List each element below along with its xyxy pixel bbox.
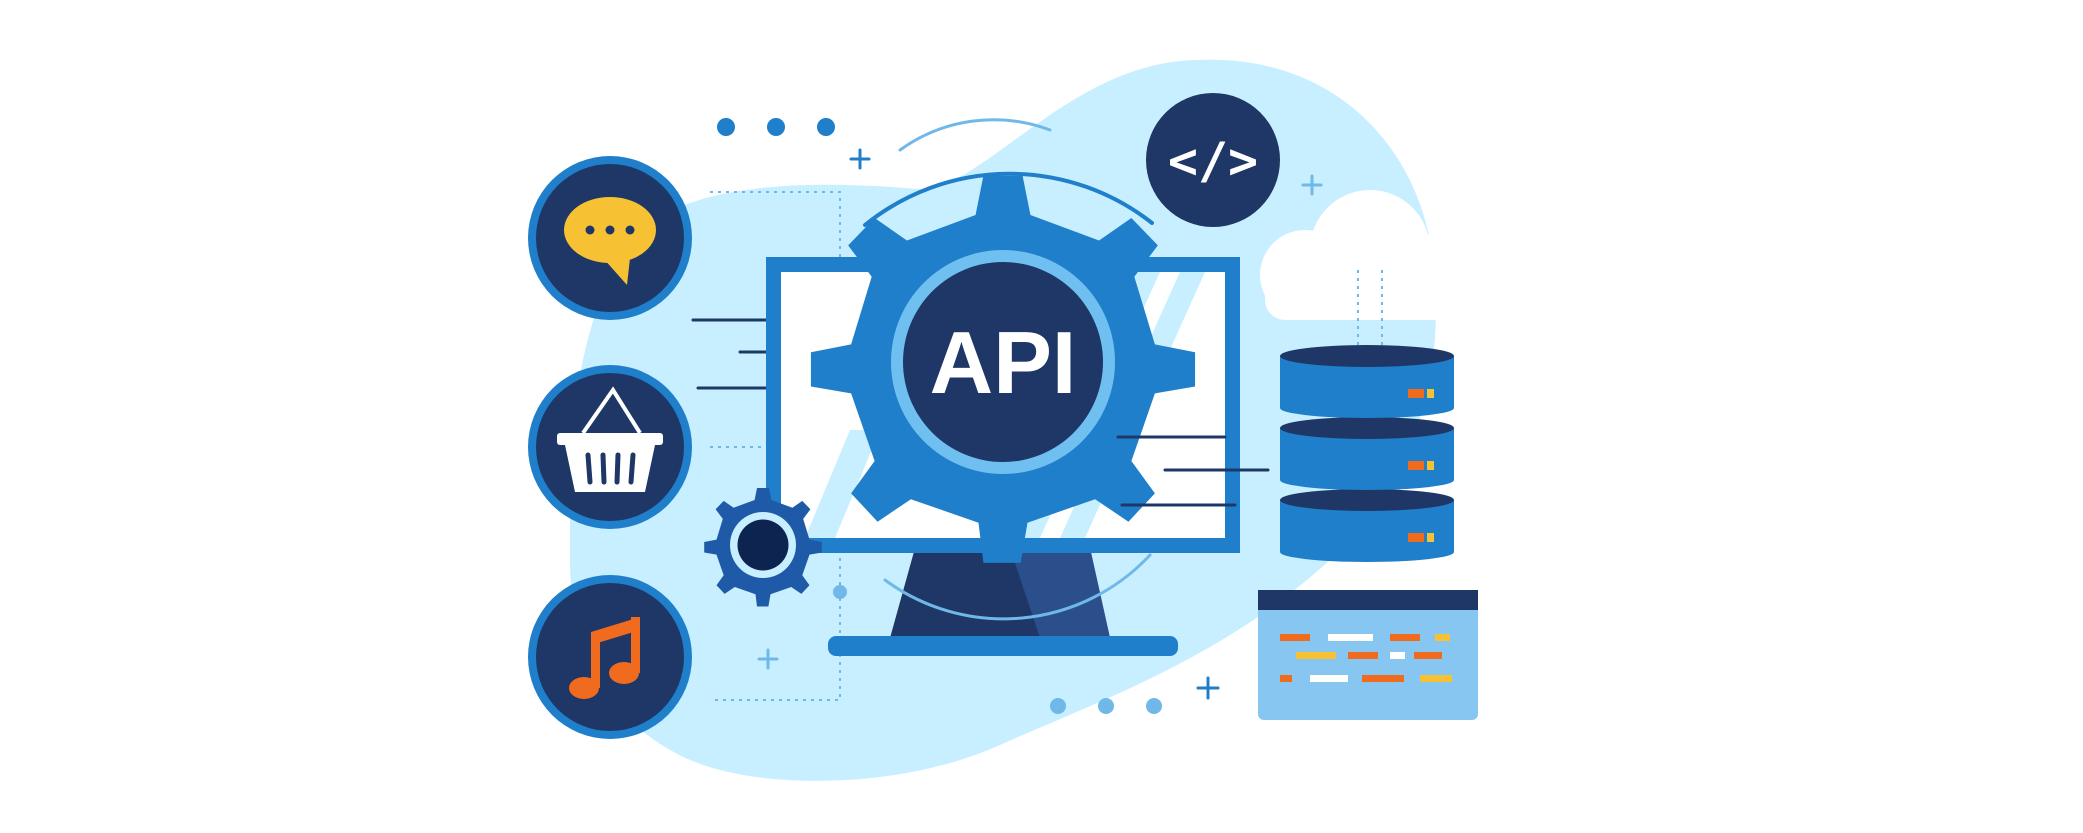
decorative-dots-bottom <box>1050 698 1162 714</box>
music-badge <box>528 575 692 739</box>
music-note-icon <box>569 617 640 699</box>
database-server-icon <box>1280 345 1454 562</box>
code-icon: </> <box>1168 132 1258 190</box>
chat-badge <box>528 156 692 320</box>
code-lines <box>1280 634 1452 682</box>
speed-lines-right <box>1116 435 1270 507</box>
small-gear-icon <box>704 488 822 607</box>
code-window-icon <box>1258 590 1478 720</box>
chat-bubble-icon <box>564 197 656 285</box>
code-badge <box>1146 93 1280 227</box>
basket-badge <box>528 365 692 529</box>
api-label: API <box>930 313 1077 412</box>
api-gear-icon <box>810 175 1196 563</box>
orbit-arcs <box>863 118 1154 621</box>
cloud-icon <box>1260 190 1475 320</box>
shopping-basket-icon <box>557 386 663 492</box>
decorative-dots-top <box>717 118 835 136</box>
sparkle-plus-icons <box>757 148 1323 700</box>
